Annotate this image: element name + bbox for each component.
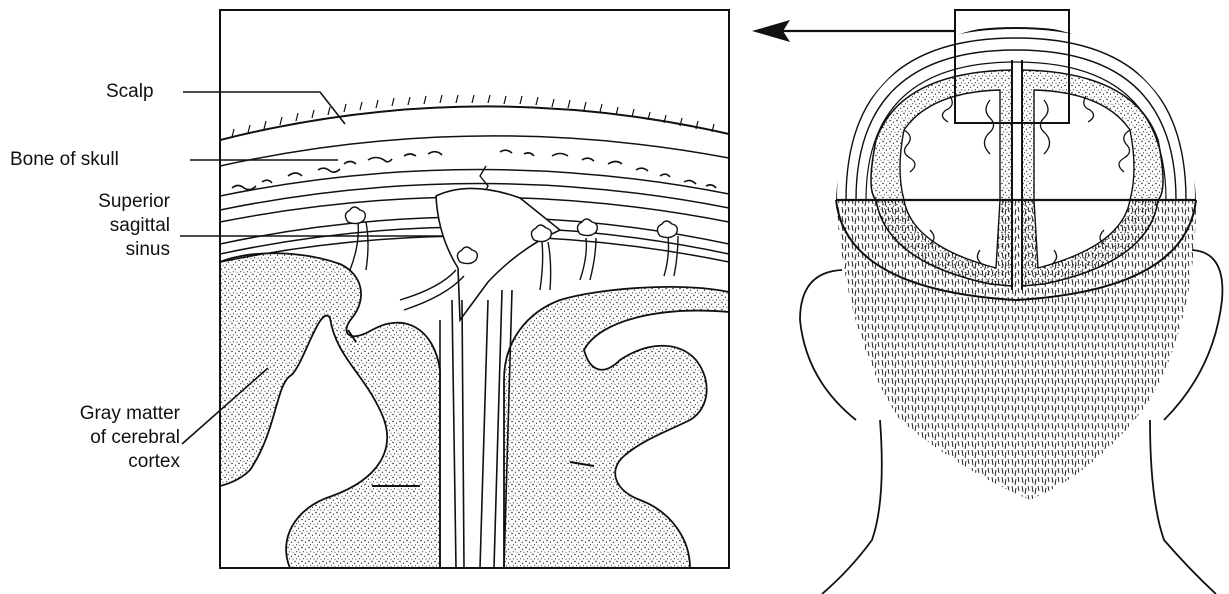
left-ear <box>800 270 856 420</box>
superior-sagittal-sinus <box>436 188 560 320</box>
right-gray-matter <box>504 287 729 568</box>
detail-panel <box>220 95 729 568</box>
left-gray-matter <box>220 253 440 568</box>
arrow <box>752 20 955 42</box>
head-illustration <box>800 10 1222 594</box>
hair <box>836 200 1196 500</box>
